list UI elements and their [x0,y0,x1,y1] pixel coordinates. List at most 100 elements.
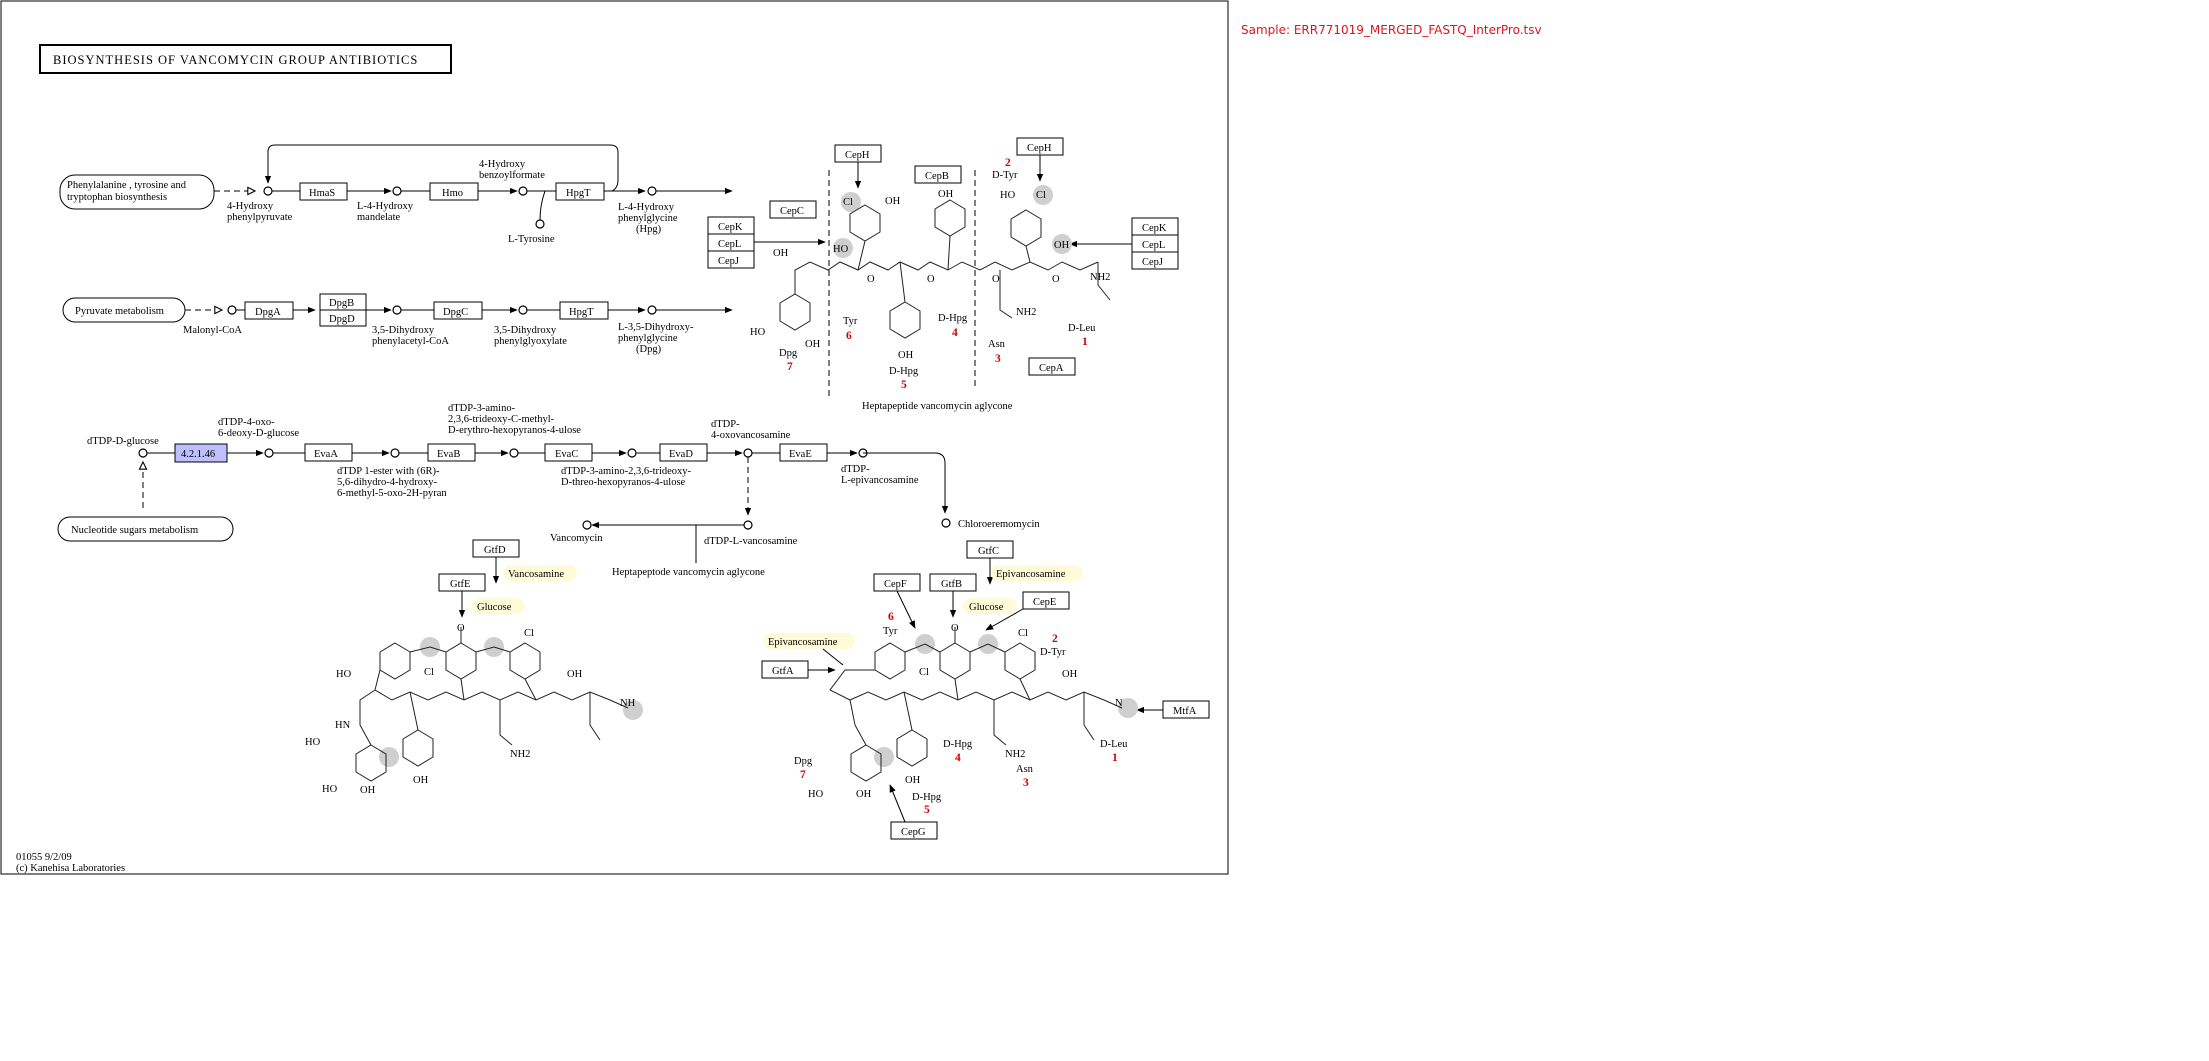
enzyme-dpga[interactable]: DpgA [244,301,294,320]
enzyme-dpgb[interactable]: DpgB [319,293,367,311]
svg-text:EvaD: EvaD [669,449,693,460]
svg-text:EvaA: EvaA [314,449,338,460]
enzyme-cepl-2[interactable]: CepL [1131,234,1179,253]
svg-text:Hmo: Hmo [442,188,463,199]
svg-text:HO: HO [833,244,849,255]
enzyme-evaa[interactable]: EvaA [304,443,353,462]
svg-text:CepC: CepC [780,206,804,217]
svg-text:Vancosamine: Vancosamine [508,569,564,580]
enzyme-evad[interactable]: EvaD [659,443,708,462]
compound-hpg[interactable] [647,186,657,196]
enzyme-cepj-2[interactable]: CepJ [1131,251,1179,270]
enzyme-mtfa[interactable]: MtfA [1162,700,1210,719]
compound-hydroxymandelate[interactable] [392,186,402,196]
svg-text:GtfA: GtfA [772,666,794,677]
compound-dtdp-d-glucose[interactable] [138,448,148,458]
svg-text:CepE: CepE [1033,597,1056,608]
svg-text:CepG: CepG [901,827,926,838]
svg-text:DpgB: DpgB [329,298,354,309]
enzyme-evab[interactable]: EvaB [427,443,476,462]
svg-text:5: 5 [901,379,907,391]
svg-text:EvaB: EvaB [437,449,460,460]
enzyme-hpgt-1[interactable]: HpgT [555,182,605,201]
svg-text:O: O [927,274,935,285]
enzyme-dpgc[interactable]: DpgC [433,301,483,320]
compound-l-tyrosine[interactable] [535,219,545,229]
svg-text:4-oxovancosamine: 4-oxovancosamine [711,430,791,441]
enzyme-cepb[interactable]: CepB [914,165,962,184]
svg-text:CepL: CepL [718,239,741,250]
label-dtdp-d-glucose: dTDP-D-glucose [87,436,159,447]
enzyme-ceph-1[interactable]: CepH [834,144,882,163]
enzyme-hpgt-2[interactable]: HpgT [559,301,609,320]
compound-dtdp-4-oxo-6-deoxy-d-glucose[interactable] [264,448,274,458]
compound-hydroxybenzoylformate[interactable] [518,186,528,196]
compound-malonyl-coa[interactable] [227,305,237,315]
sample-label: Sample: ERR771019_MERGED_FASTQ_InterPro.… [1241,23,1542,37]
svg-text:D-threo-hexopyranos-4-ulose: D-threo-hexopyranos-4-ulose [561,477,686,488]
svg-text:Cl: Cl [524,628,534,639]
svg-text:2: 2 [1052,633,1058,645]
compound-hydroxyphenylpyruvate[interactable] [263,186,273,196]
enzyme-evac[interactable]: EvaC [544,443,593,462]
svg-text:CepB: CepB [925,171,949,182]
enzyme-cepk-2[interactable]: CepK [1131,217,1179,236]
enzyme-cepl-1[interactable]: CepL [707,233,755,252]
compound-dtdp-l-vancosamine[interactable] [743,520,753,530]
map-link-pyruvate-metabolism[interactable]: Pyruvate metabolism [62,297,186,323]
svg-text:4.2.1.46: 4.2.1.46 [181,449,215,460]
svg-text:CepH: CepH [845,150,870,161]
compound-dtdp-amino-threo[interactable] [627,448,637,458]
enzyme-cepf[interactable]: CepF [873,573,921,592]
svg-text:L-epivancosamine: L-epivancosamine [841,475,919,486]
compound-chloroeremomycin[interactable] [941,518,951,528]
svg-text:4: 4 [952,327,958,339]
enzyme-evae[interactable]: EvaE [779,443,828,462]
enzyme-gtfe[interactable]: GtfE [438,573,486,592]
enzyme-hmas[interactable]: HmaS [299,182,348,201]
compound-dihydroxyphenylglyoxylate[interactable] [518,305,528,315]
svg-text:Malonyl-CoA: Malonyl-CoA [183,325,242,336]
enzyme-dpgd[interactable]: DpgD [319,309,367,327]
compound-vancomycin[interactable] [582,520,592,530]
enzyme-cepc[interactable]: CepC [769,200,817,219]
compound-dtdp-amino-erythro[interactable] [509,448,519,458]
svg-text:NH2: NH2 [1005,749,1025,760]
compound-dihydroxyphenylacetyl-coa[interactable] [392,305,402,315]
map-link-phe-tyr-trp[interactable]: Phenylalanine , tyrosine and tryptophan … [59,174,215,210]
compound-dtdp-ester[interactable] [390,448,400,458]
map-link-nucleotide-sugars-metabolism[interactable]: Nucleotide sugars metabolism [57,516,234,542]
enzyme-hmo[interactable]: Hmo [429,182,479,201]
svg-text:CepK: CepK [718,222,743,233]
enzyme-cepa[interactable]: CepA [1028,357,1076,376]
map-title: BIOSYNTHESIS OF VANCOMYCIN GROUP ANTIBIO… [39,44,452,74]
enzyme-gtfc[interactable]: GtfC [966,540,1014,559]
svg-text:Cl: Cl [1036,190,1046,201]
svg-text:L-Tyrosine: L-Tyrosine [508,234,555,245]
svg-text:HpgT: HpgT [569,307,594,318]
enzyme-ec-4-2-1-46[interactable]: 4.2.1.46 [174,443,228,463]
structure-vancomycin: Cl Cl O HO OH HO HO OH OH NH2 HN NH [305,623,643,796]
enzyme-gtfd[interactable]: GtfD [472,539,520,558]
svg-text:dTDP-: dTDP- [711,419,740,430]
enzyme-cepg[interactable]: CepG [890,821,938,840]
svg-text:HN: HN [335,720,351,731]
svg-text:Glucose: Glucose [969,602,1004,613]
enzyme-ceph-2[interactable]: CepH [1016,137,1064,156]
enzyme-cepk-1[interactable]: CepK [707,216,755,235]
svg-text:L-3,5-Dihydroxy-: L-3,5-Dihydroxy- [618,322,694,333]
svg-text:OH: OH [567,669,583,680]
enzyme-gtfa[interactable]: GtfA [761,660,809,679]
enzyme-cepe[interactable]: CepE [1022,591,1070,610]
svg-text:Asn: Asn [1016,764,1034,775]
enzyme-gtfb[interactable]: GtfB [929,573,977,592]
svg-text:HO: HO [808,789,824,800]
compound-dpg[interactable] [647,305,657,315]
svg-text:OH: OH [413,775,429,786]
svg-text:3: 3 [995,353,1001,365]
compound-dtdp-4-oxovancosamine[interactable] [743,448,753,458]
svg-text:L-4-Hydroxy: L-4-Hydroxy [618,202,675,213]
enzyme-cepj-1[interactable]: CepJ [707,250,755,269]
svg-text:D-Hpg: D-Hpg [943,739,973,750]
svg-text:GtfD: GtfD [484,545,506,556]
